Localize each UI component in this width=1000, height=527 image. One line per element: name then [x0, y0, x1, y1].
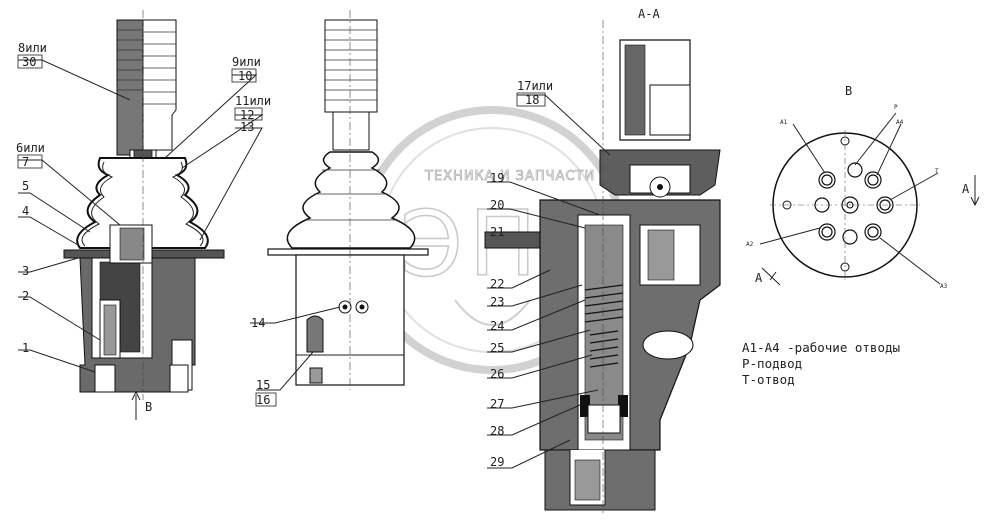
port-a4-label: А4 — [896, 119, 904, 126]
callout-3: 3 — [22, 264, 29, 278]
callout-25: 25 — [490, 341, 504, 355]
callout-12: 12 — [240, 108, 254, 122]
callout-16: 16 — [256, 393, 270, 407]
callout-19: 19 — [490, 171, 504, 185]
legend-line-3: Т-отвод — [742, 372, 795, 387]
callouts: 8или 30 9или 10 11или 12 13 6или 7 5 4 3… — [16, 41, 553, 469]
view-b-flange — [770, 130, 920, 280]
callout-23: 23 — [490, 295, 504, 309]
port-a1-label: А1 — [780, 119, 788, 126]
callout-24: 24 — [490, 319, 504, 333]
callout-1: 1 — [22, 341, 29, 355]
callout-22: 22 — [490, 277, 504, 291]
view-b-arrow-label: В — [145, 400, 152, 414]
callout-29: 29 — [490, 455, 504, 469]
port-labels: А1 А2 А3 А4 Р Т — [746, 104, 948, 290]
callout-9: 9или — [232, 55, 261, 69]
watermark-brand: ТЕХНИКА И ЗАПЧАСТИ — [424, 169, 595, 184]
legend-line-1: А1-А4 -рабочие отводы — [742, 340, 900, 355]
callout-7: 7 — [22, 155, 29, 169]
port-a2-label: А2 — [746, 241, 754, 248]
section-aa-view — [484, 20, 721, 515]
callout-2: 2 — [22, 289, 29, 303]
callout-5: 5 — [22, 179, 29, 193]
legend-line-2: Р-подвод — [742, 356, 802, 371]
callout-30: 30 — [22, 55, 36, 69]
port-p-label: Р — [894, 104, 898, 111]
middle-exterior-view — [267, 10, 429, 390]
section-a-arrow-label-right: А — [962, 182, 970, 196]
view-b-label: В — [845, 84, 852, 98]
port-t-label: Т — [935, 168, 939, 175]
callout-15: 15 — [256, 378, 270, 392]
ports-legend: А1-А4 -рабочие отводы Р-подвод Т-отвод — [742, 340, 900, 387]
section-a-arrows — [761, 175, 980, 286]
callout-10: 10 — [238, 69, 252, 83]
section-a-arrow-label-left: А — [755, 271, 763, 285]
callout-20: 20 — [490, 198, 504, 212]
section-aa-label: А-А — [638, 7, 660, 21]
callout-26: 26 — [490, 367, 504, 381]
callout-27: 27 — [490, 397, 504, 411]
left-section-view — [63, 10, 225, 400]
callout-21: 21 — [490, 225, 504, 239]
callout-18: 18 — [525, 93, 539, 107]
port-a3-label: А3 — [940, 283, 948, 290]
callout-4: 4 — [22, 204, 29, 218]
callout-6: 6или — [16, 141, 45, 155]
callout-28: 28 — [490, 424, 504, 438]
callout-8: 8или — [18, 41, 47, 55]
callout-13: 13 — [240, 120, 254, 134]
callout-14: 14 — [251, 316, 265, 330]
callout-11: 11или — [235, 94, 271, 108]
view-b-arrow — [131, 390, 141, 420]
callout-17: 17или — [517, 79, 553, 93]
